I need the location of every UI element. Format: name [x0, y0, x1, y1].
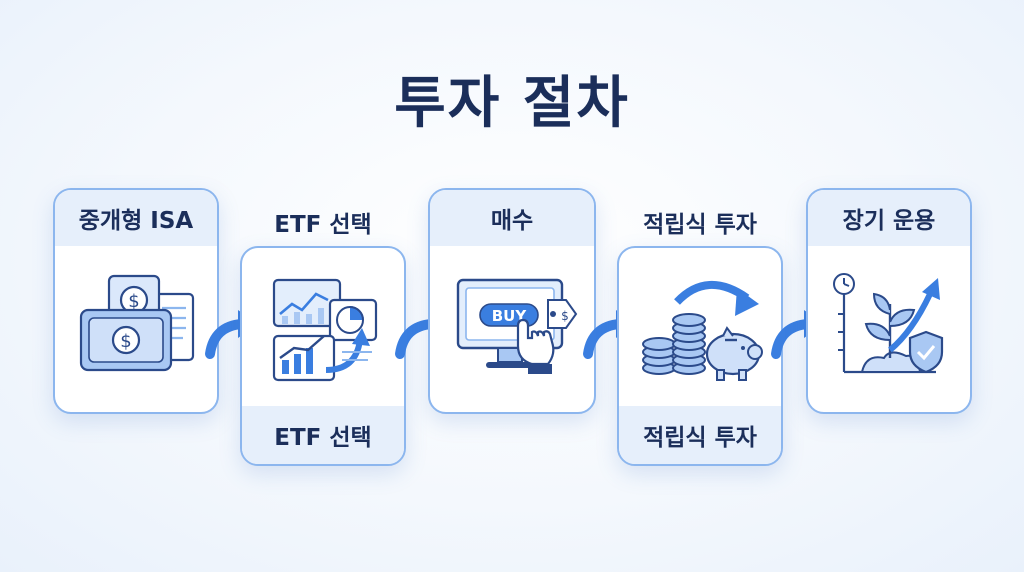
- step-label-longterm: 장기 운용: [808, 190, 970, 246]
- step-label-buy: 매수: [430, 190, 594, 246]
- step-label-etf: ETF 선택: [274, 212, 372, 238]
- diagram-title: 투자 절차: [394, 71, 630, 136]
- step-card-isa: 중개형 ISA $ $: [53, 188, 219, 414]
- svg-text:$: $: [128, 291, 139, 312]
- coins-piggy-bank-icon: [642, 281, 763, 381]
- step-card-longterm: 장기 운용: [806, 188, 972, 414]
- svg-text:$: $: [120, 331, 131, 352]
- step-card-etf: ETF 선택: [240, 246, 406, 466]
- growth-plant-icon: [833, 273, 944, 374]
- money-documents-icon: $ $: [79, 274, 195, 372]
- step-label-installment: 적립식 투자: [643, 212, 757, 238]
- svg-text:$: $: [561, 309, 569, 323]
- monitor-buy-icon: BUY $: [456, 278, 578, 374]
- step-footer-etf: ETF 선택: [242, 406, 404, 464]
- step-label-isa: 중개형 ISA: [55, 190, 217, 246]
- chart-analysis-icon: [272, 278, 378, 382]
- step-footer-installment: 적립식 투자: [619, 406, 781, 464]
- step-card-installment: 적립식 투자: [617, 246, 783, 466]
- step-card-buy: 매수 BUY $: [428, 188, 596, 414]
- buy-button-label: BUY: [492, 307, 528, 325]
